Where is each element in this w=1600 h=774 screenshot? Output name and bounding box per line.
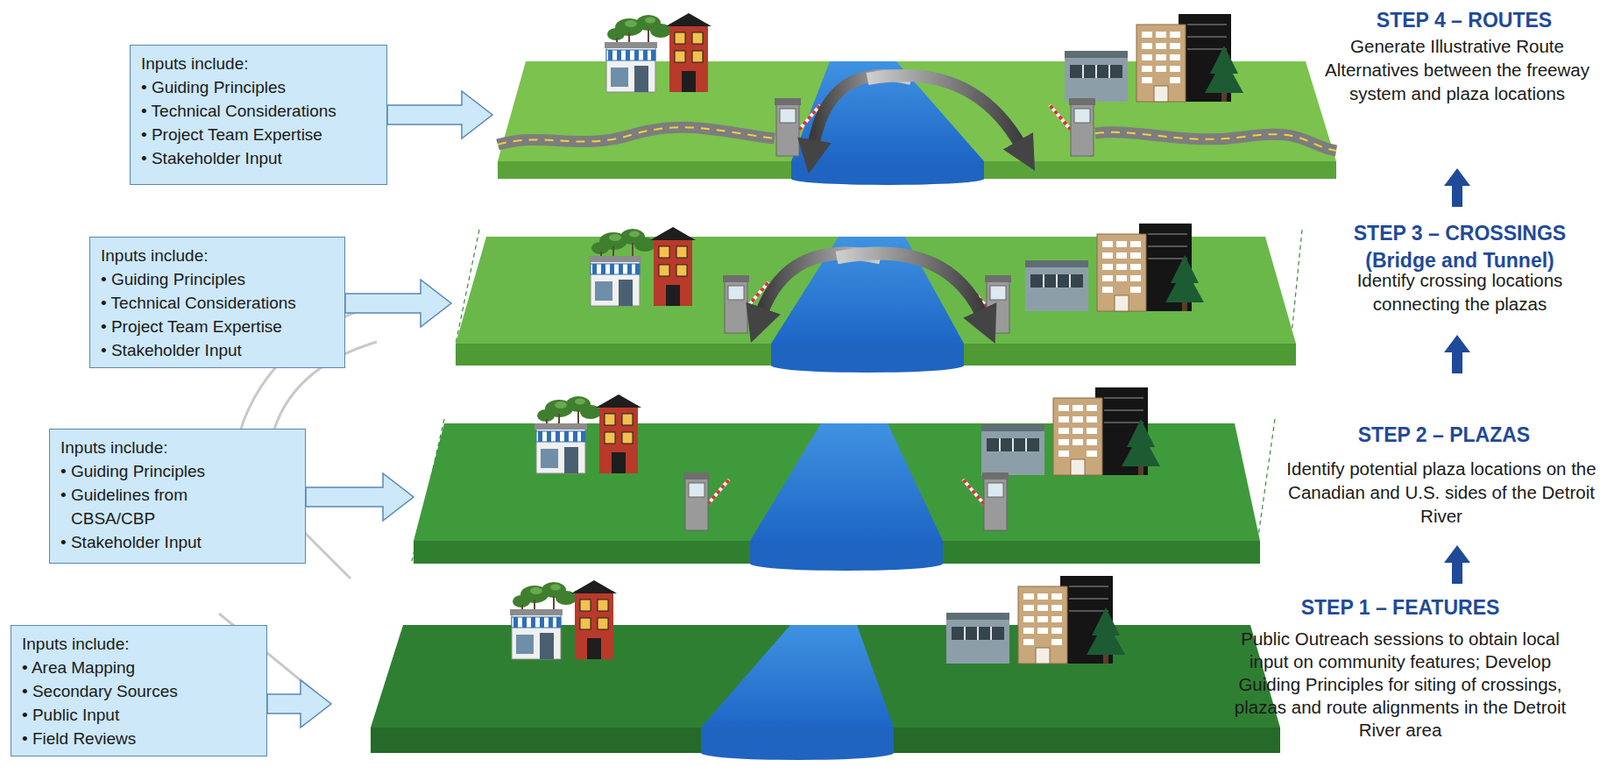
crossing-arrow (813, 75, 1022, 148)
guide-line (1290, 229, 1303, 344)
illustration-part (962, 472, 1009, 531)
illustration-part (1025, 223, 1204, 312)
step-heading: STEP 3 – CROSSINGS (Bridge and Tunnel) (1319, 219, 1600, 275)
step-arrow (1444, 545, 1471, 584)
illustration-part (604, 13, 712, 93)
layer-slab (370, 624, 1281, 760)
crossing-arrow (836, 253, 984, 318)
input-box: Inputs include:• Guiding Principles• Tec… (89, 236, 346, 369)
input-box: Inputs include:• Guiding Principles• Gui… (49, 428, 306, 564)
illustration-part (683, 472, 730, 531)
crossing-arrow (813, 75, 912, 148)
step-heading: STEP 4 – ROUTES (1323, 7, 1600, 35)
box-heading: Inputs include: (60, 435, 297, 460)
crossing-arrow (867, 75, 1022, 148)
bullet-item: • Technical Considerations (141, 99, 378, 123)
step-description: Identify potential plaza locations on th… (1284, 456, 1599, 528)
box-heading: Inputs include: (100, 243, 336, 268)
layer-slab (700, 745, 894, 760)
road (1095, 132, 1337, 151)
step-heading: STEP 2 – PLAZAS (1303, 421, 1585, 449)
input-arrow (267, 679, 332, 728)
crossing-arrow (760, 253, 881, 316)
bullet-item: • Field Reviews (21, 726, 258, 751)
road (497, 127, 775, 145)
bullet-item: • Area Mapping (21, 655, 258, 680)
bullet-item: • Stakeholder Input (60, 530, 297, 554)
crossing-arrow (760, 253, 984, 318)
bullet-item: • Stakeholder Input (141, 146, 378, 170)
road (1095, 132, 1337, 151)
bullet-item: • Technical Considerations (100, 290, 336, 315)
input-box: Inputs include:• Guiding Principles• Tec… (129, 44, 388, 185)
illustration-part (981, 387, 1161, 475)
bullet-item: • Guiding Principles (141, 75, 378, 100)
step-arrow (1444, 334, 1471, 374)
input-arrow (305, 473, 414, 521)
input-arrow (387, 91, 493, 139)
layer-slab (791, 172, 985, 185)
layer-slab (750, 423, 943, 541)
bullet-item: • Stakeholder Input (100, 338, 336, 362)
input-arrow (345, 279, 452, 327)
illustration-part (1049, 98, 1096, 156)
layer-slab (700, 624, 894, 728)
layer-slab (750, 556, 943, 571)
box-heading: Inputs include: (21, 631, 258, 656)
input-arrow (267, 91, 493, 728)
step-description: Generate Illustrative Route Alternatives… (1314, 34, 1600, 106)
bullet-item: • Project Team Expertise (100, 314, 336, 339)
illustration-part (588, 226, 696, 306)
bullet-item: • Public Input (21, 702, 258, 727)
illustration-part (1064, 14, 1244, 102)
illustration-part (946, 575, 1126, 664)
bullet-item: • Guiding Principles (100, 267, 336, 291)
illustration-part (509, 580, 617, 659)
bullet-item: • Secondary Sources (21, 679, 258, 703)
layer-slab (370, 624, 1281, 728)
step-heading: STEP 1 – FEATURES (1260, 594, 1541, 622)
step-description: Identify crossing locations connecting t… (1319, 268, 1600, 316)
step-arrow (1444, 168, 1471, 207)
road (497, 127, 775, 145)
road (497, 127, 1337, 151)
illustration-part (534, 394, 642, 474)
bullet-item: • Guiding Principles (60, 459, 297, 483)
layer-slab (771, 358, 964, 373)
bullet-item: • Project Team Expertise (141, 122, 378, 147)
input-box: Inputs include:• Area Mapping• Secondary… (10, 624, 268, 757)
box-heading: Inputs include: (141, 51, 378, 76)
bullet-item: • Guidelines from CBSA/CBP (60, 482, 247, 531)
step-description: Public Outreach sessions to obtain local… (1231, 627, 1569, 742)
